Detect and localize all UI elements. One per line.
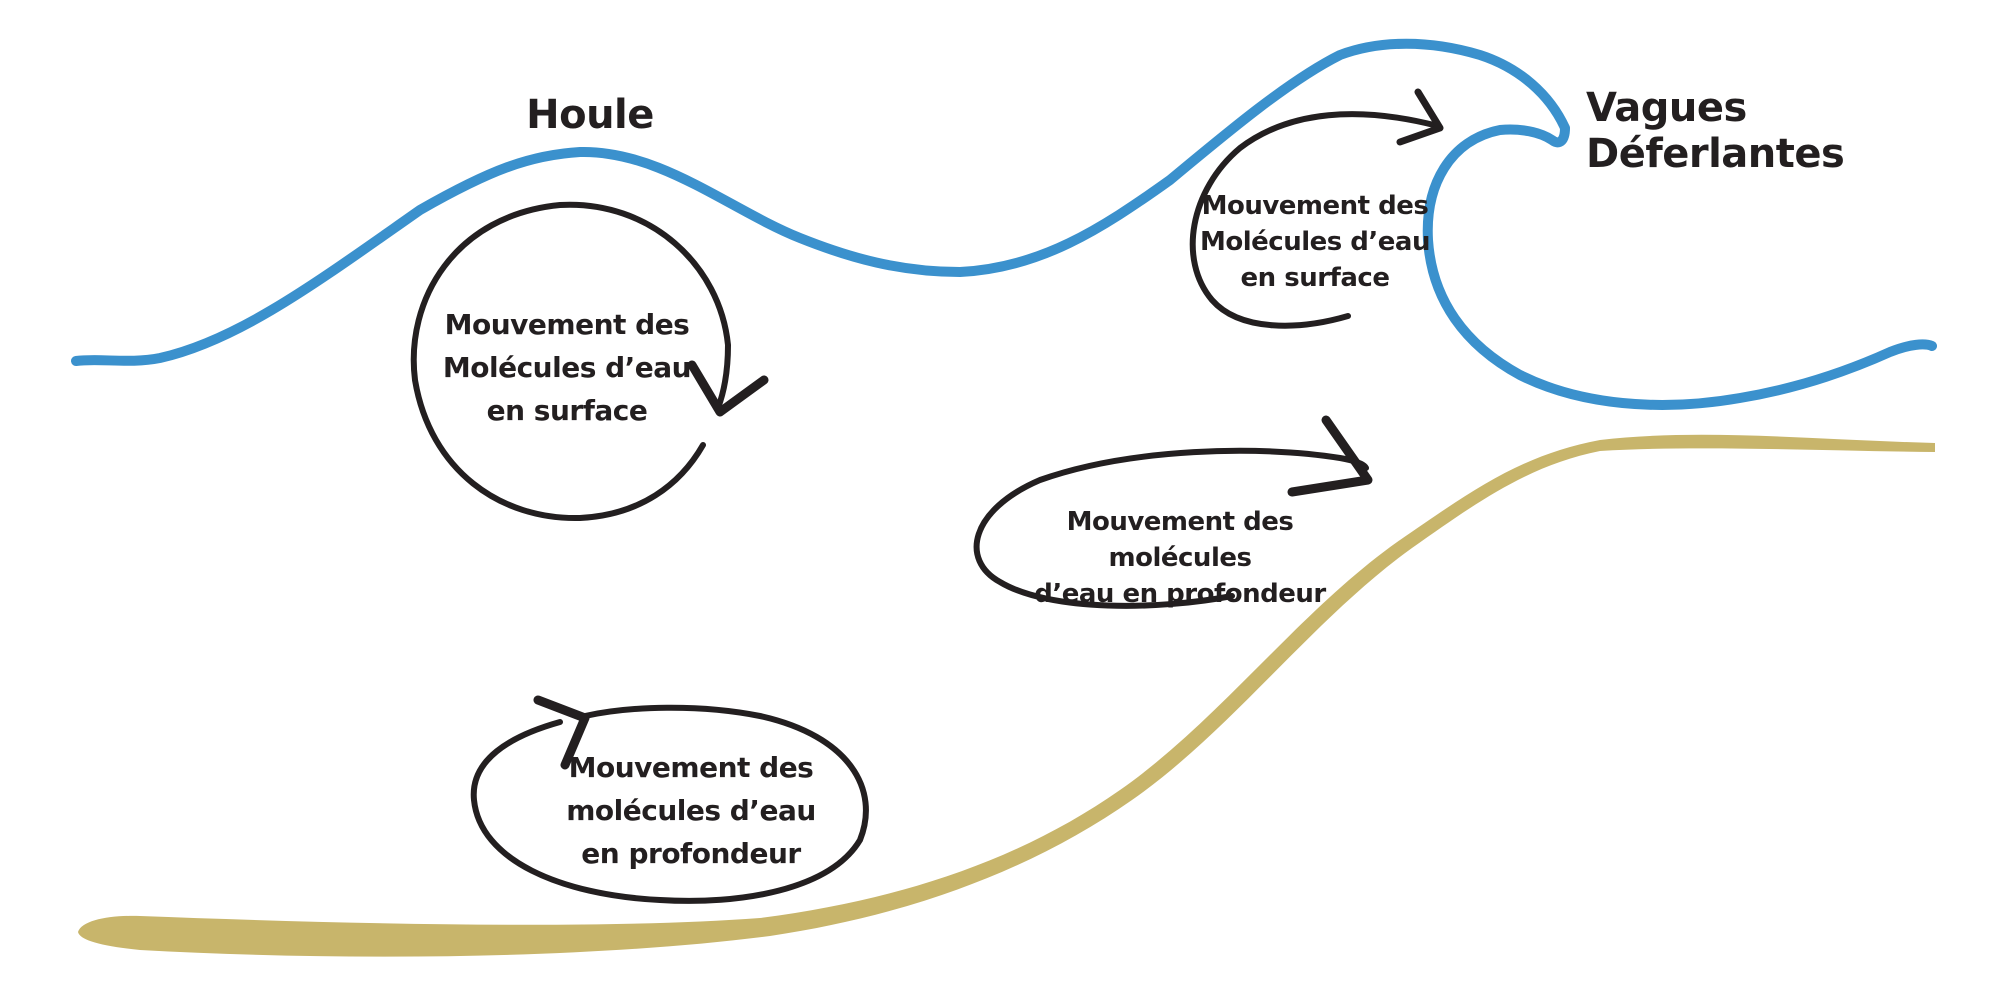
deep-ellipse-middle	[973, 447, 1369, 609]
deep-movement-label-middle: Mouvement des molécules d’eau en profond…	[1034, 507, 1326, 609]
arrowhead-deep-middle	[1287, 415, 1373, 497]
arrowhead-deep-bottom	[533, 695, 590, 770]
deep-movement-label-bottom: Mouvement des molécules d’eau en profond…	[566, 751, 816, 870]
houle-label: Houle	[526, 92, 654, 138]
arrowhead-surface-left	[687, 360, 769, 417]
surface-movement-label-left: Mouvement des Molécules d’eau en surface	[442, 308, 692, 427]
deep-ellipse-bottom	[470, 704, 869, 904]
surface-arc-right	[1189, 111, 1441, 329]
surface-circle-left	[410, 201, 731, 522]
vagues-deferlantes-label: Vagues Déferlantes	[1586, 85, 1845, 177]
water-wave-line	[71, 38, 1937, 410]
arrowhead-surface-right	[1396, 88, 1444, 146]
surface-movement-label-right: Mouvement des Molécules d’eau en surface	[1200, 191, 1430, 293]
